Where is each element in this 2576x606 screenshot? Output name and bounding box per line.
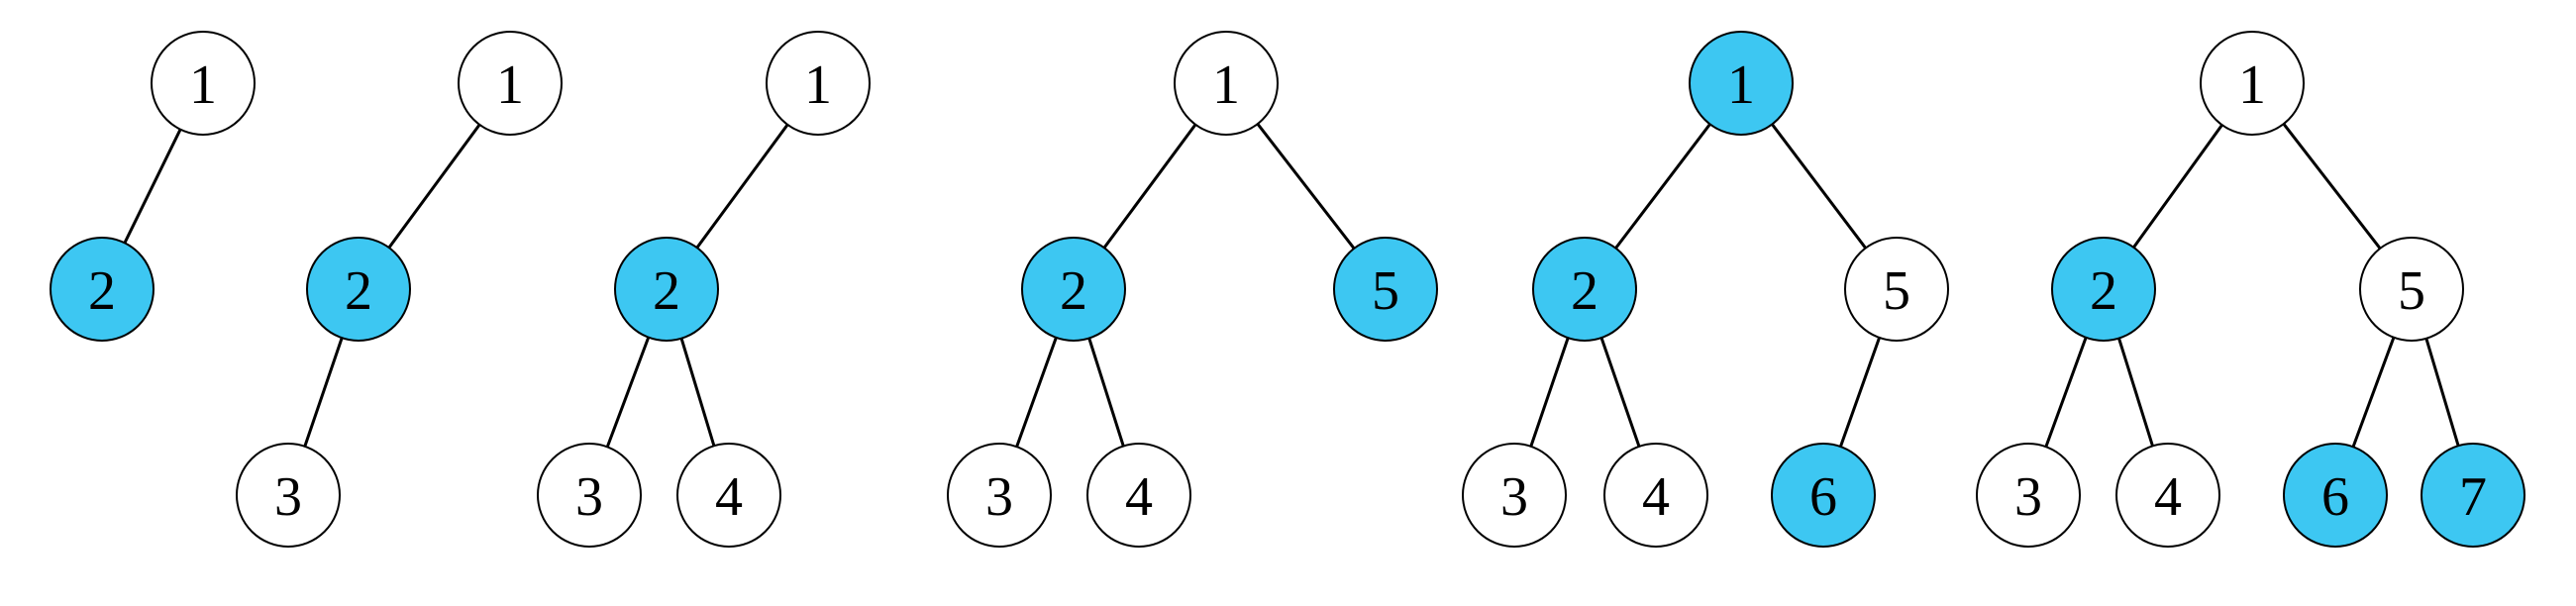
tree-step-1: 12 bbox=[50, 31, 256, 342]
tree6-node-7-highlighted bbox=[2421, 443, 2525, 548]
tree4-node-4 bbox=[1086, 443, 1191, 548]
tree2-node-2-highlighted bbox=[306, 237, 411, 342]
tree3-node-2-highlighted bbox=[614, 237, 719, 342]
tree3-node-1-label: 1 bbox=[804, 54, 832, 116]
tree3-node-3 bbox=[537, 443, 642, 548]
tree5-node-2-highlighted bbox=[1532, 237, 1637, 342]
tree2-node-1-label: 1 bbox=[496, 54, 524, 116]
tree5-node-1-highlighted bbox=[1689, 31, 1794, 136]
tree3-node-4 bbox=[676, 443, 781, 548]
tree1-node-2-label: 2 bbox=[88, 260, 116, 322]
tree6-node-4 bbox=[2115, 443, 2220, 548]
tree3-node-3-label: 3 bbox=[575, 466, 603, 528]
tree6-node-6-highlighted bbox=[2283, 443, 2388, 548]
tree6-node-3-label: 3 bbox=[2014, 466, 2042, 528]
tree1-node-1 bbox=[151, 31, 256, 136]
tree4-node-2-label: 2 bbox=[1060, 260, 1087, 322]
tree6-node-2-label: 2 bbox=[2090, 260, 2117, 322]
tree4-node-5-label: 5 bbox=[1372, 260, 1399, 322]
tree3-node-4-label: 4 bbox=[715, 466, 743, 528]
tree5-node-3-label: 3 bbox=[1500, 466, 1528, 528]
tree-step-5: 1 2 5 3 4 6 bbox=[1462, 31, 1949, 548]
tree4-node-1 bbox=[1174, 31, 1279, 136]
tree1-node-1-label: 1 bbox=[189, 54, 217, 116]
tree5-node-5-label: 5 bbox=[1883, 260, 1910, 322]
tree5-node-6-label: 6 bbox=[1809, 466, 1837, 528]
tree-step-4: 1 2 5 3 4 bbox=[947, 31, 1438, 548]
tree6-node-1 bbox=[2200, 31, 2305, 136]
tree-step-2: 1 2 3 bbox=[236, 31, 563, 548]
tree-step-3: 1 2 3 4 bbox=[537, 31, 871, 548]
tree5-node-1-label: 1 bbox=[1727, 54, 1755, 116]
tree4-node-2-highlighted bbox=[1021, 237, 1126, 342]
tree4-node-1-label: 1 bbox=[1212, 54, 1240, 116]
tree-step-6: 1 2 5 3 4 6 7 bbox=[1976, 31, 2525, 548]
tree3-node-1 bbox=[766, 31, 871, 136]
tree6-node-2-highlighted bbox=[2051, 237, 2156, 342]
tree4-node-4-label: 4 bbox=[1125, 466, 1153, 528]
tree2-node-3-label: 3 bbox=[274, 466, 302, 528]
tree6-node-7-label: 7 bbox=[2459, 466, 2487, 528]
tree2-node-2-label: 2 bbox=[345, 260, 372, 322]
tree2-node-3 bbox=[236, 443, 341, 548]
tree5-node-5 bbox=[1844, 237, 1949, 342]
tree6-node-6-label: 6 bbox=[2321, 466, 2349, 528]
tree6-node-5-label: 5 bbox=[2398, 260, 2425, 322]
tree6-node-3 bbox=[1976, 443, 2081, 548]
tree6-node-5 bbox=[2359, 237, 2464, 342]
tree3-node-2-label: 2 bbox=[653, 260, 680, 322]
tree1-node-2-highlighted bbox=[50, 237, 155, 342]
tree2-node-1 bbox=[458, 31, 563, 136]
tree6-node-1-label: 1 bbox=[2238, 54, 2266, 116]
tree5-node-4 bbox=[1603, 443, 1708, 548]
tree5-node-6-highlighted bbox=[1771, 443, 1876, 548]
tree5-node-3 bbox=[1462, 443, 1567, 548]
tree5-node-4-label: 4 bbox=[1642, 466, 1670, 528]
tree4-node-5-highlighted bbox=[1333, 237, 1438, 342]
tree4-node-3-label: 3 bbox=[985, 466, 1013, 528]
tree6-node-4-label: 4 bbox=[2154, 466, 2182, 528]
tree4-node-3 bbox=[947, 443, 1052, 548]
tree5-node-2-label: 2 bbox=[1571, 260, 1598, 322]
